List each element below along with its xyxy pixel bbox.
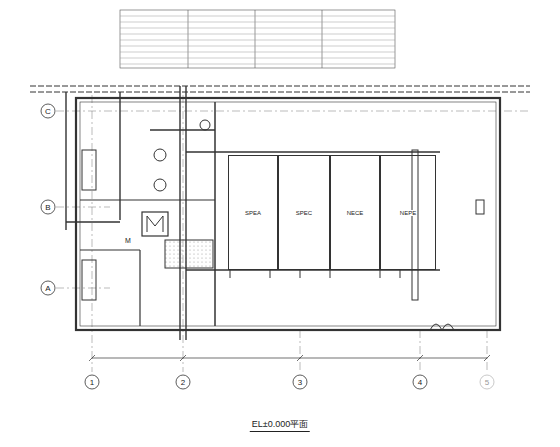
grid-label: A: [45, 284, 50, 293]
tank-box: SPEC: [278, 155, 330, 270]
tank-label: NEPE: [399, 210, 417, 216]
grid-label: 2: [181, 378, 185, 387]
tank-box: NEPE: [380, 155, 436, 270]
grid-label: C: [45, 107, 51, 116]
grid-label: B: [45, 203, 50, 212]
grid-label: 5: [485, 378, 489, 387]
tank-label: SPEC: [295, 210, 313, 216]
grid-label: 4: [418, 378, 422, 387]
tank-box: SPEA: [228, 155, 278, 270]
grid-label: 3: [298, 378, 302, 387]
grid-label: 1: [90, 378, 94, 387]
tank-box: NECE: [330, 155, 380, 270]
tank-label: SPEA: [244, 210, 262, 216]
equipment-label: M: [125, 237, 131, 244]
drawing-title: EL±0.000平面: [250, 418, 310, 432]
tank-label: NECE: [346, 210, 365, 216]
